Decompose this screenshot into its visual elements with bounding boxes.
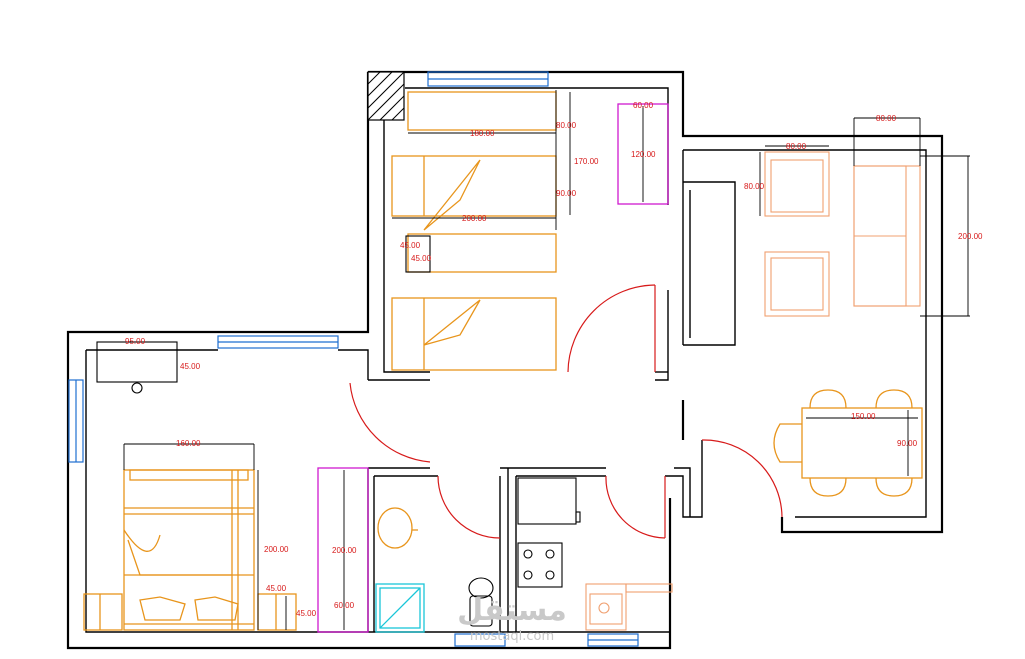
dim-double-bed-w: 160.00 [176,439,201,448]
dim-double-bed-l: 200.00 [264,545,289,554]
windows [68,71,639,647]
dim-kids-closet-l: 120.00 [631,150,656,159]
dim-bunk-top-width: 80.00 [556,121,577,130]
kids-room [391,90,669,371]
dim-desk-d: 45.00 [180,362,201,371]
dim-bed-length: 200.00 [462,214,487,223]
dim-master-night-w: 45.00 [266,584,287,593]
dim-armchair-d: 80.00 [744,182,765,191]
doors [349,284,783,539]
dim-sofa-length: 200.00 [958,232,983,241]
dim-master-closet-w: 60.00 [334,601,355,610]
dim-nightstand-w: 45.00 [400,241,421,250]
service-core [375,477,673,633]
dim-table-width: 90.00 [897,439,918,448]
master-bedroom [83,341,369,633]
dim-nightstand-d: 45.00 [411,254,432,263]
watermark: مستقل mostaql.com [457,593,567,644]
watermark-arabic: مستقل [457,593,567,628]
dim-bunk-length: 180.00 [470,129,495,138]
dim-sofa-width: 80.00 [876,114,897,123]
walls [66,70,944,650]
dim-armchair-w: 80.00 [786,142,807,151]
dim-master-closet-l: 200.00 [332,546,357,555]
dim-master-night-d: 45.00 [296,609,317,618]
dim-kids-closet-w: 60.00 [633,101,654,110]
living-room [759,117,970,497]
watermark-latin: mostaql.com [470,629,554,644]
dimension-labels: 180.00 80.00 170.00 90.00 200.00 45.00 4… [125,101,983,618]
dim-table-length: 150.00 [851,412,876,421]
dim-desk-w: 95.00 [125,337,146,346]
dim-bunk-bottom-width: 90.00 [556,189,577,198]
dim-bunk-total: 170.00 [574,157,599,166]
